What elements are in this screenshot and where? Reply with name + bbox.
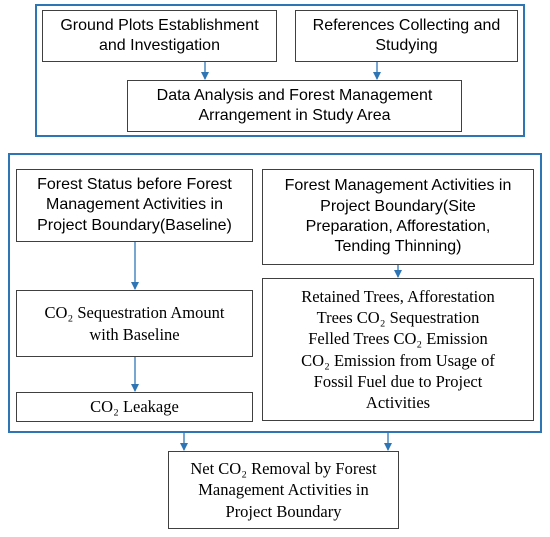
ground-plots-text: Ground Plots Establishment and Investiga… — [60, 16, 259, 54]
retained-trees-text: Retained Trees, Afforestation Trees CO₂ … — [301, 287, 495, 412]
leakage-box: CO₂ Leakage — [16, 392, 253, 422]
data-analysis-text: Data Analysis and Forest Management Arra… — [156, 86, 433, 124]
ground-plots-box: Ground Plots Establishment and Investiga… — [42, 10, 277, 62]
references-text: References Collecting and Studying — [312, 16, 501, 54]
forest-status-box: Forest Status before Forest Management A… — [16, 169, 253, 242]
references-box: References Collecting and Studying — [295, 10, 518, 62]
top-section-frame — [35, 4, 525, 137]
sequestration-baseline-text: CO₂ Sequestration Amount with Baseline — [44, 303, 225, 344]
net-removal-box: Net CO₂ Removal by Forest Management Act… — [168, 451, 399, 529]
management-activities-box: Forest Management Activities in Project … — [262, 169, 534, 265]
net-removal-text: Net CO₂ Removal by Forest Management Act… — [190, 459, 377, 521]
forest-status-text: Forest Status before Forest Management A… — [37, 175, 232, 234]
sequestration-baseline-box: CO₂ Sequestration Amount with Baseline — [16, 290, 253, 357]
leakage-text: CO₂ Leakage — [90, 397, 179, 417]
data-analysis-box: Data Analysis and Forest Management Arra… — [127, 80, 462, 132]
retained-trees-box: Retained Trees, Afforestation Trees CO₂ … — [262, 278, 534, 421]
middle-section-frame — [8, 153, 542, 433]
management-activities-text: Forest Management Activities in Project … — [284, 177, 512, 256]
